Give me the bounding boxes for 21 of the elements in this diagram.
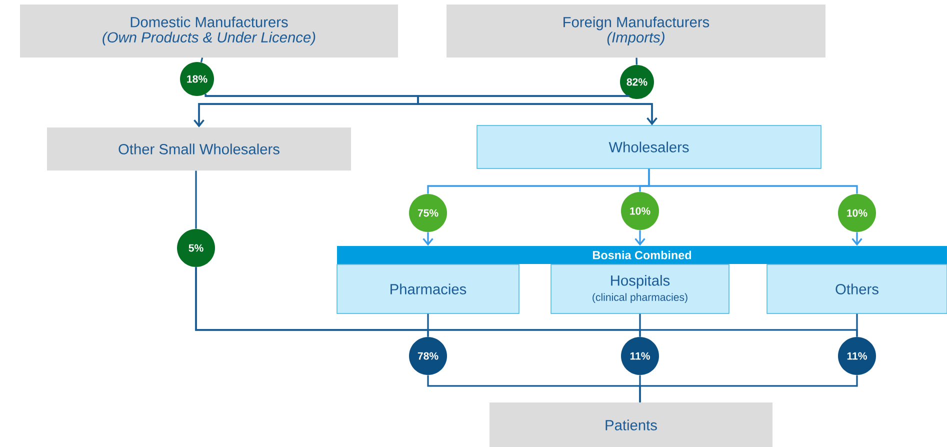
- manufacturer-box: Foreign Manufacturers (Imports): [446, 4, 826, 58]
- wholesaler-box: Other Small Wholesalers: [47, 128, 352, 170]
- outlet-box: Hospitals (clinical pharmacies): [550, 264, 730, 314]
- outlet-box: Pharmacies: [336, 264, 520, 314]
- connector: [856, 314, 858, 337]
- connector: [639, 314, 641, 337]
- wholesaler-box: Wholesalers: [476, 125, 822, 169]
- connector: [634, 230, 646, 246]
- connector: [422, 232, 434, 246]
- connector: [427, 314, 429, 337]
- outlet-box: Others: [766, 264, 947, 314]
- connector: [648, 168, 858, 194]
- connector: [417, 95, 658, 126]
- connector: [852, 232, 862, 246]
- connector: [636, 58, 638, 65]
- connector: [639, 375, 858, 402]
- manufacturer-box: Domestic Manufacturers (Own Products & Under Licence): [20, 4, 398, 58]
- patients-box: Patients: [490, 402, 772, 447]
- connector: [195, 170, 197, 229]
- connector: [200, 58, 204, 62]
- header-band: Bosnia Combined: [337, 246, 947, 264]
